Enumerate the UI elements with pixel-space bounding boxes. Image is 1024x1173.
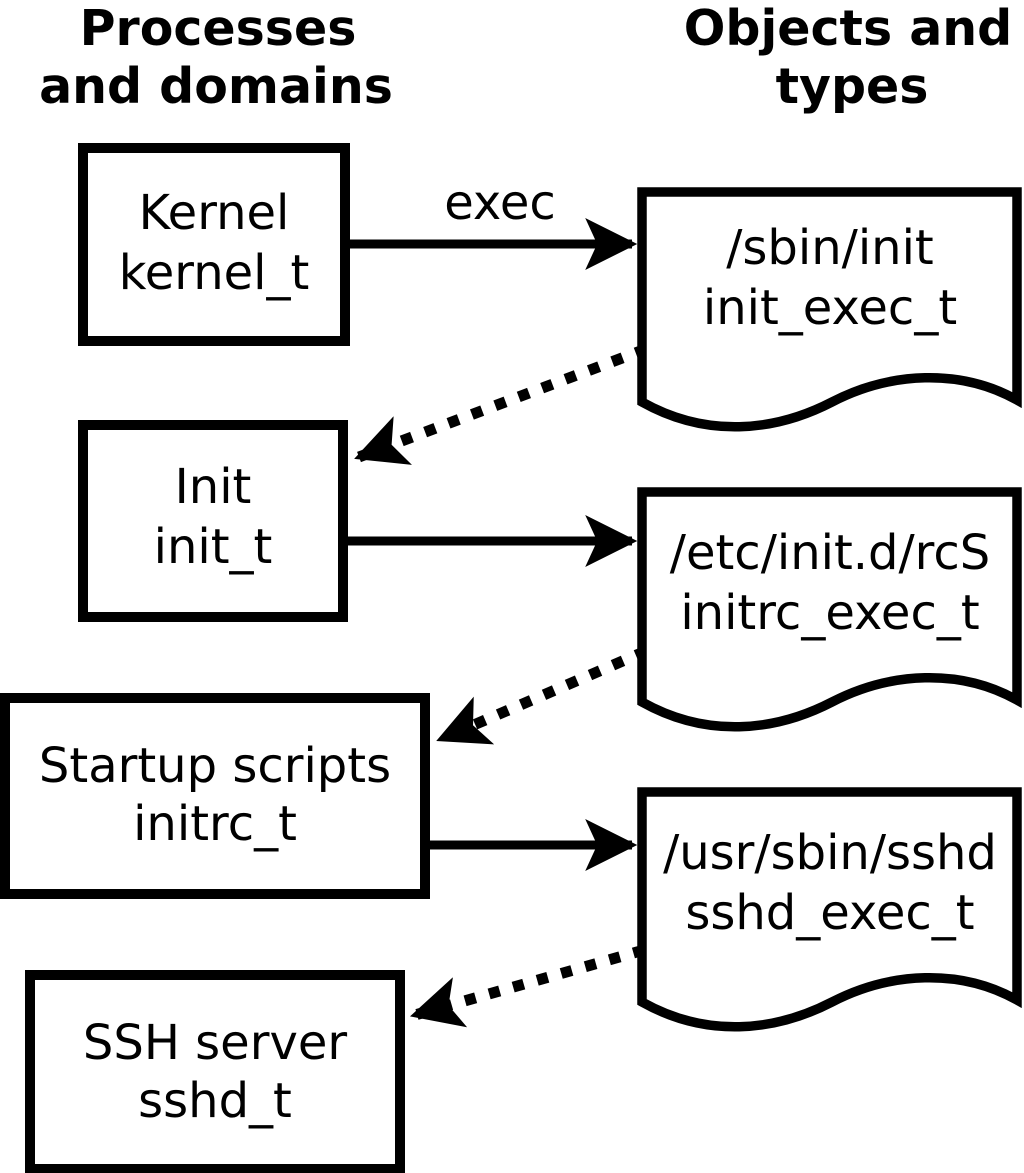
transition-arrow-to-init bbox=[354, 343, 648, 465]
process-node-kernel: Kernel kernel_t bbox=[78, 143, 350, 346]
ssh-server-box-name: SSH server bbox=[83, 1015, 348, 1071]
column-headers: Processes and domains Objects and types bbox=[39, 0, 1012, 115]
exec-arrows: exec bbox=[341, 175, 638, 871]
ssh-server-box bbox=[25, 970, 405, 1173]
kernel-box-type: kernel_t bbox=[119, 245, 310, 301]
ssh-server-box-type: sshd_t bbox=[138, 1073, 292, 1129]
right-column-title-line2: types bbox=[776, 58, 929, 115]
init-box-name: Init bbox=[175, 459, 252, 515]
process-node-startup-scripts: Startup scripts initrc_t bbox=[0, 693, 430, 899]
init-box-type: init_t bbox=[154, 519, 273, 575]
left-column-title-line2: and domains bbox=[39, 58, 393, 115]
kernel-box-name: Kernel bbox=[139, 185, 290, 241]
exec-arrow-label: exec bbox=[444, 175, 556, 231]
etc-initd-rcs-document-type: initrc_exec_t bbox=[680, 585, 979, 641]
sbin-init-document bbox=[637, 187, 1022, 432]
transition-arrow-to-initrc bbox=[436, 645, 649, 745]
usr-sbin-sshd-document bbox=[637, 787, 1022, 1032]
usr-sbin-sshd-document-type: sshd_exec_t bbox=[685, 885, 974, 941]
etc-initd-rcs-document bbox=[637, 487, 1022, 732]
startup-scripts-box bbox=[0, 693, 430, 899]
transition-arrows bbox=[354, 343, 649, 1028]
startup-scripts-box-type: initrc_t bbox=[133, 796, 297, 852]
transition-arrow-to-sshd bbox=[409, 944, 646, 1028]
right-column-title-line1: Objects and bbox=[684, 0, 1012, 57]
left-column-title-line1: Processes bbox=[80, 0, 357, 57]
object-node-sbin-init: /sbin/init init_exec_t bbox=[637, 187, 1022, 432]
etc-initd-rcs-document-path: /etc/init.d/rcS bbox=[670, 525, 990, 581]
usr-sbin-sshd-document-path: /usr/sbin/sshd bbox=[663, 825, 997, 881]
startup-scripts-box-name: Startup scripts bbox=[39, 738, 391, 794]
init-box bbox=[78, 420, 348, 622]
kernel-box bbox=[78, 143, 350, 346]
object-node-etc-initd-rcs: /etc/init.d/rcS initrc_exec_t bbox=[637, 487, 1022, 732]
process-node-init: Init init_t bbox=[78, 420, 348, 622]
object-node-usr-sbin-sshd: /usr/sbin/sshd sshd_exec_t bbox=[637, 787, 1022, 1032]
sbin-init-document-type: init_exec_t bbox=[703, 280, 957, 336]
sbin-init-document-path: /sbin/init bbox=[726, 220, 934, 276]
process-node-ssh-server: SSH server sshd_t bbox=[25, 970, 405, 1173]
